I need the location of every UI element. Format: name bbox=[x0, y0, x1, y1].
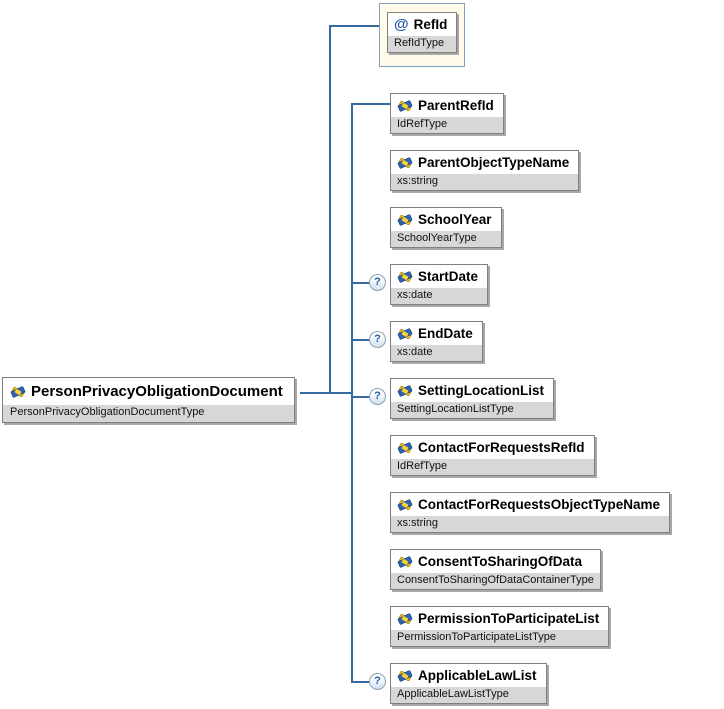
element-name: SchoolYear bbox=[418, 212, 492, 227]
element-parentrefid[interactable]: ParentRefId IdRefType bbox=[390, 93, 504, 134]
optional-icon: ? bbox=[369, 388, 386, 405]
element-icon bbox=[397, 383, 413, 399]
element-type: xs:string bbox=[391, 174, 579, 190]
element-contactforrequestsobjecttypename[interactable]: ContactForRequestsObjectTypeName xs:stri… bbox=[390, 492, 671, 533]
element-type: IdRefType bbox=[391, 117, 503, 133]
element-icon bbox=[397, 269, 413, 285]
element-type: ConsentToSharingOfDataContainerType bbox=[391, 573, 600, 589]
element-consenttosharingofdata[interactable]: ConsentToSharingOfData ConsentToSharingO… bbox=[390, 549, 601, 590]
element-type: SettingLocationListType bbox=[391, 402, 553, 418]
optional-icon: ? bbox=[369, 673, 386, 690]
optional-icon: ? bbox=[369, 274, 386, 291]
connector-branch-startdate bbox=[351, 282, 381, 284]
connector-attribute-trunk bbox=[329, 25, 331, 394]
element-type: xs:date bbox=[391, 288, 488, 304]
element-type: IdRefType bbox=[391, 459, 594, 475]
element-name: PermissionToParticipateList bbox=[418, 611, 600, 626]
element-icon bbox=[397, 611, 413, 627]
element-type: PermissionToParticipateListType bbox=[391, 630, 609, 646]
element-icon bbox=[397, 212, 413, 228]
attribute-refid[interactable]: @ RefId RefIdType bbox=[379, 3, 466, 67]
element-type: xs:string bbox=[391, 516, 670, 532]
connector-branch-enddate bbox=[351, 339, 381, 341]
element-icon bbox=[397, 98, 413, 114]
element-type: ApplicableLawListType bbox=[391, 687, 546, 703]
element-name: EndDate bbox=[418, 326, 473, 341]
element-icon bbox=[397, 668, 413, 684]
element-name: PersonPrivacyObligationDocument bbox=[31, 383, 283, 400]
element-name: ApplicableLawList bbox=[418, 668, 537, 683]
element-name: ParentObjectTypeName bbox=[418, 155, 570, 170]
element-type: SchoolYearType bbox=[391, 231, 501, 247]
element-parentobjecttypename[interactable]: ParentObjectTypeName xs:string bbox=[390, 150, 580, 191]
attribute-name: RefId bbox=[413, 17, 448, 32]
connector-attribute-branch bbox=[329, 25, 385, 27]
at-sign-icon: @ bbox=[394, 16, 409, 33]
element-icon bbox=[10, 384, 26, 400]
element-icon bbox=[397, 155, 413, 171]
connector-root-stub bbox=[300, 392, 353, 394]
element-startdate[interactable]: ? StartDate xs:date bbox=[369, 264, 489, 305]
element-icon bbox=[397, 440, 413, 456]
element-icon bbox=[397, 554, 413, 570]
element-settinglocationlist[interactable]: ? SettingLocationList SettingLocationLis… bbox=[369, 378, 554, 419]
connector-children-trunk bbox=[351, 103, 353, 683]
element-name: ConsentToSharingOfData bbox=[418, 554, 583, 569]
connector-branch-applicablelawlist bbox=[351, 681, 381, 683]
connector-branch-settinglocationlist bbox=[351, 396, 381, 398]
element-icon bbox=[397, 497, 413, 513]
element-name: ContactForRequestsObjectTypeName bbox=[418, 497, 661, 512]
element-personprivacyobligationdocument[interactable]: PersonPrivacyObligationDocument PersonPr… bbox=[2, 377, 295, 423]
element-permissiontoparticipatelist[interactable]: PermissionToParticipateList PermissionTo… bbox=[390, 606, 610, 647]
element-type: PersonPrivacyObligationDocumentType bbox=[3, 405, 294, 422]
element-name: SettingLocationList bbox=[418, 383, 544, 398]
element-type: xs:date bbox=[391, 345, 482, 361]
attribute-type: RefIdType bbox=[388, 36, 457, 52]
element-applicablelawlist[interactable]: ? ApplicableLawList ApplicableLawListTyp… bbox=[369, 663, 547, 704]
element-enddate[interactable]: ? EndDate xs:date bbox=[369, 321, 483, 362]
element-contactforrequestsrefid[interactable]: ContactForRequestsRefId IdRefType bbox=[390, 435, 595, 476]
element-schoolyear[interactable]: SchoolYear SchoolYearType bbox=[390, 207, 502, 248]
optional-icon: ? bbox=[369, 331, 386, 348]
element-name: ParentRefId bbox=[418, 98, 494, 113]
element-name: StartDate bbox=[418, 269, 479, 284]
element-icon bbox=[397, 326, 413, 342]
connector-branch-parentrefid bbox=[351, 103, 396, 105]
element-name: ContactForRequestsRefId bbox=[418, 440, 585, 455]
